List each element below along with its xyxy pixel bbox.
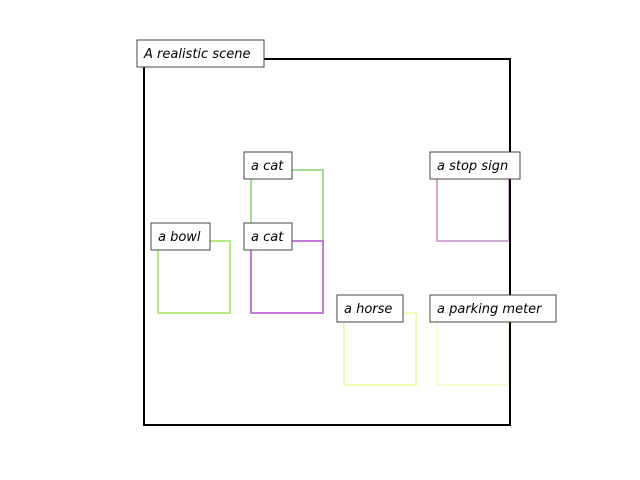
stop-sign-label: a stop sign — [429, 151, 521, 180]
parking-meter-box — [436, 312, 510, 386]
object-boxes — [157, 169, 510, 386]
horse-label: a horse — [336, 294, 404, 323]
bowl-box — [157, 240, 231, 314]
scene-frame — [143, 58, 511, 426]
parking-meter-label-text: a parking meter — [437, 302, 543, 317]
bowl-label-text: a bowl — [158, 230, 201, 245]
stop-sign-box — [436, 169, 510, 242]
horse-label-text: a horse — [344, 302, 392, 317]
cat-label-text: a cat — [251, 230, 284, 245]
parking-meter-label: a parking meter — [429, 294, 557, 323]
stop-sign-label-text: a stop sign — [437, 159, 508, 174]
horse-label-box — [336, 294, 404, 323]
stop-sign-label-box — [429, 151, 521, 180]
bowl-label: a bowl — [150, 222, 211, 251]
cat-label-box — [243, 151, 293, 180]
cat-label: a cat — [243, 151, 293, 180]
cat-label: a cat — [243, 222, 293, 251]
bowl-label-box — [150, 222, 211, 251]
scene-caption: A realistic scene — [136, 39, 265, 68]
cat-box — [250, 240, 324, 314]
object-labels: a cat a stop sign a bowl a cat a horse a park… — [150, 151, 557, 323]
horse-box — [343, 312, 417, 386]
scene-caption-box — [136, 39, 265, 68]
cat-label-text: a cat — [251, 159, 284, 174]
cat-label-box — [243, 222, 293, 251]
parking-meter-label-box — [429, 294, 557, 323]
scene-caption-text: A realistic scene — [143, 47, 250, 62]
